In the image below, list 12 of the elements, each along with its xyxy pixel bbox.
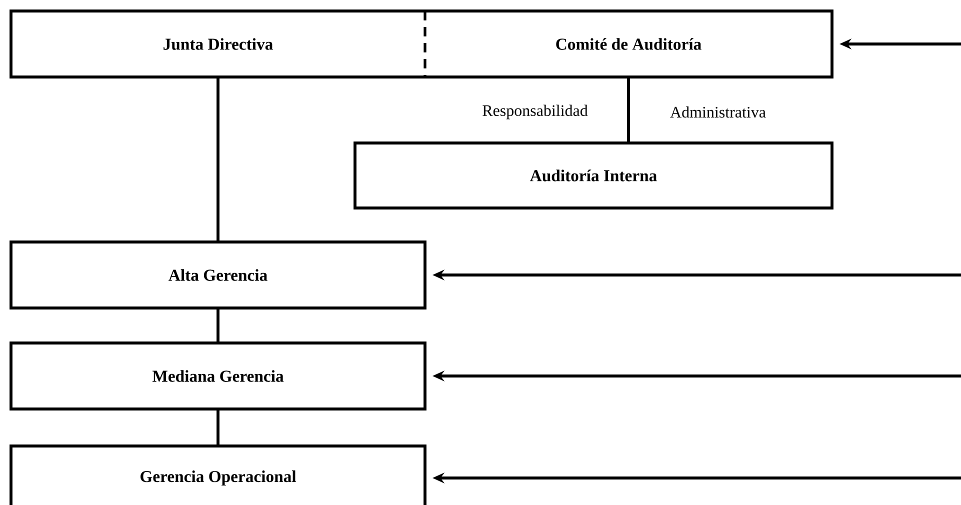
org-box: Alta Gerencia bbox=[10, 240, 426, 310]
org-box: Mediana Gerencia bbox=[10, 342, 426, 410]
org-box: Gerencia Operacional bbox=[10, 444, 426, 505]
org-box: Comité de Auditoría bbox=[424, 10, 834, 78]
connector-line bbox=[216, 410, 220, 445]
org-box: Junta Directiva bbox=[10, 10, 426, 78]
connector-line bbox=[627, 78, 630, 142]
relation-label: Administrativa bbox=[670, 106, 766, 118]
connector-line bbox=[216, 78, 220, 241]
relation-label: Responsabilidad bbox=[482, 104, 588, 120]
connector-line bbox=[216, 309, 220, 342]
org-box: Auditoría Interna bbox=[354, 142, 834, 210]
